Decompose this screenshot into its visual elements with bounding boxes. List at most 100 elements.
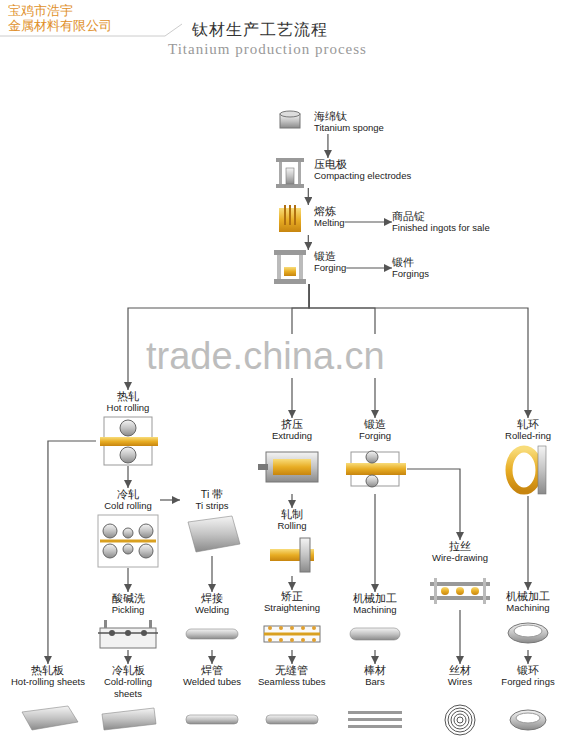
machining-icon — [350, 628, 400, 640]
process-step: Ti 带Ti strips — [180, 488, 244, 556]
step-name-zh: 拉丝 — [428, 540, 492, 552]
header-rule — [165, 24, 182, 36]
step-name-en: Melting — [314, 217, 345, 229]
step-text: 海绵钛Titanium sponge — [314, 110, 384, 134]
process-step: 棒材Bars — [343, 664, 407, 736]
process-step: 锻环Forged rings — [496, 664, 560, 736]
furnace-icon — [284, 205, 286, 225]
hot-rolling-icon — [120, 447, 136, 463]
forge-press-icon — [274, 250, 306, 284]
pickling-icon — [141, 630, 147, 636]
step-name-zh: 熔炼 — [314, 205, 345, 217]
flow-arrow — [527, 650, 528, 664]
step-text: 机械加工Machining — [496, 590, 560, 614]
step-text: 无缝管Seamless tubes — [258, 664, 326, 702]
step-name-en: Forging — [343, 430, 407, 442]
step-name-zh: 酸碱洗 — [96, 592, 160, 604]
flow-arrow — [374, 494, 375, 592]
ring-icon — [510, 710, 546, 730]
machining-icon — [350, 628, 400, 640]
tube-icon — [186, 715, 238, 724]
sheet-icon — [22, 706, 78, 730]
straightener-icon — [301, 626, 305, 630]
wire-drawing-icon — [430, 582, 490, 586]
step-text: 锻件Forgings — [392, 256, 429, 280]
flow-arrow — [459, 610, 460, 664]
flow-arrow — [308, 235, 309, 250]
furnace-icon — [279, 205, 301, 232]
straightener-icon — [268, 626, 316, 642]
step-name-zh: 锻环 — [496, 664, 560, 676]
process-step: 锻造Forging — [272, 250, 346, 284]
sponge-icon — [280, 111, 300, 117]
step-name-en: Forged rings — [496, 676, 560, 688]
flow-arrow — [211, 556, 212, 592]
rolled-ring-icon — [509, 449, 539, 491]
subtitle: Titanium production process — [168, 41, 367, 58]
wire-drawing-icon — [483, 578, 486, 604]
step-text: 轧环Rolled-ring — [496, 418, 560, 442]
pickling-icon — [125, 630, 131, 636]
bars-icon — [348, 725, 402, 728]
pickling-icon — [100, 628, 156, 648]
step-text: 锻造Forging — [314, 250, 346, 274]
press-icon — [276, 158, 304, 162]
step-name-zh: 机械加工 — [496, 590, 560, 602]
extruder-icon — [273, 459, 311, 475]
step-text: 丝材Wires — [428, 664, 492, 702]
step-text: 冷轧板Cold-rolling sheets — [90, 664, 166, 702]
step-name-zh: 冷轧板 — [90, 664, 166, 676]
rolled-ring-icon — [538, 446, 546, 494]
step-name-zh: 丝材 — [428, 664, 492, 676]
tube-icon — [186, 715, 238, 724]
coil-icon — [445, 705, 475, 735]
ring-machining-icon — [508, 623, 548, 643]
welding-icon — [186, 629, 238, 639]
rolling-icon — [300, 538, 310, 572]
process-step: 锻件Forgings — [392, 256, 429, 280]
process-step: 焊接Welding — [180, 592, 244, 650]
step-text: 锻造Forging — [343, 418, 407, 442]
straightener-icon — [290, 626, 294, 630]
step-name-zh: 轧环 — [496, 418, 560, 430]
forging-icon — [366, 451, 378, 463]
step-name-en: Pickling — [96, 604, 160, 616]
step-text: 棒材Bars — [343, 664, 407, 702]
hot-rolling-icon — [100, 417, 158, 465]
straightener-icon — [264, 633, 320, 636]
pickling-icon — [149, 620, 152, 628]
process-step: 热轧板Hot-rolling sheets — [11, 664, 85, 736]
step-name-en: Welded tubes — [180, 676, 244, 688]
step-text: 轧制Rolling — [260, 508, 324, 532]
step-name-en: Wire-drawing — [428, 552, 492, 564]
process-step: 冷轧Cold rolling — [96, 488, 160, 568]
step-name-zh: 无缝管 — [258, 664, 326, 676]
step-text: 焊接Welding — [180, 592, 244, 616]
step-name-zh: Ti 带 — [180, 488, 244, 500]
step-text: 挤压Extruding — [260, 418, 324, 442]
step-name-zh: 压电极 — [314, 158, 411, 170]
step-text: 压电极Compacting electrodes — [314, 158, 411, 182]
pickling-icon — [109, 630, 115, 636]
process-step: 焊管Welded tubes — [180, 664, 244, 736]
process-step: 挤压Extruding — [260, 418, 324, 494]
straightener-icon — [264, 626, 320, 642]
process-step: 丝材Wires — [428, 664, 492, 736]
process-step: 无缝管Seamless tubes — [258, 664, 326, 736]
step-name-en: Finished ingots for sale — [392, 222, 490, 234]
flow-arrow — [407, 469, 460, 540]
step-text: 冷轧Cold rolling — [96, 488, 160, 512]
cold-rolling-icon — [103, 524, 117, 538]
ring-machining-icon — [508, 623, 548, 643]
cold-rolling-icon — [123, 544, 133, 554]
tube-icon — [266, 715, 318, 724]
process-step: 轧环Rolled-ring — [496, 418, 560, 496]
flow-arrow — [127, 466, 128, 488]
flow-arrow — [48, 441, 96, 664]
flow-arrow — [374, 650, 375, 664]
step-name-en: Hot-rolling sheets — [11, 676, 85, 688]
watermark: trade.china.cn — [140, 334, 391, 378]
pickling-icon — [104, 620, 107, 628]
step-text: 焊管Welded tubes — [180, 664, 244, 702]
